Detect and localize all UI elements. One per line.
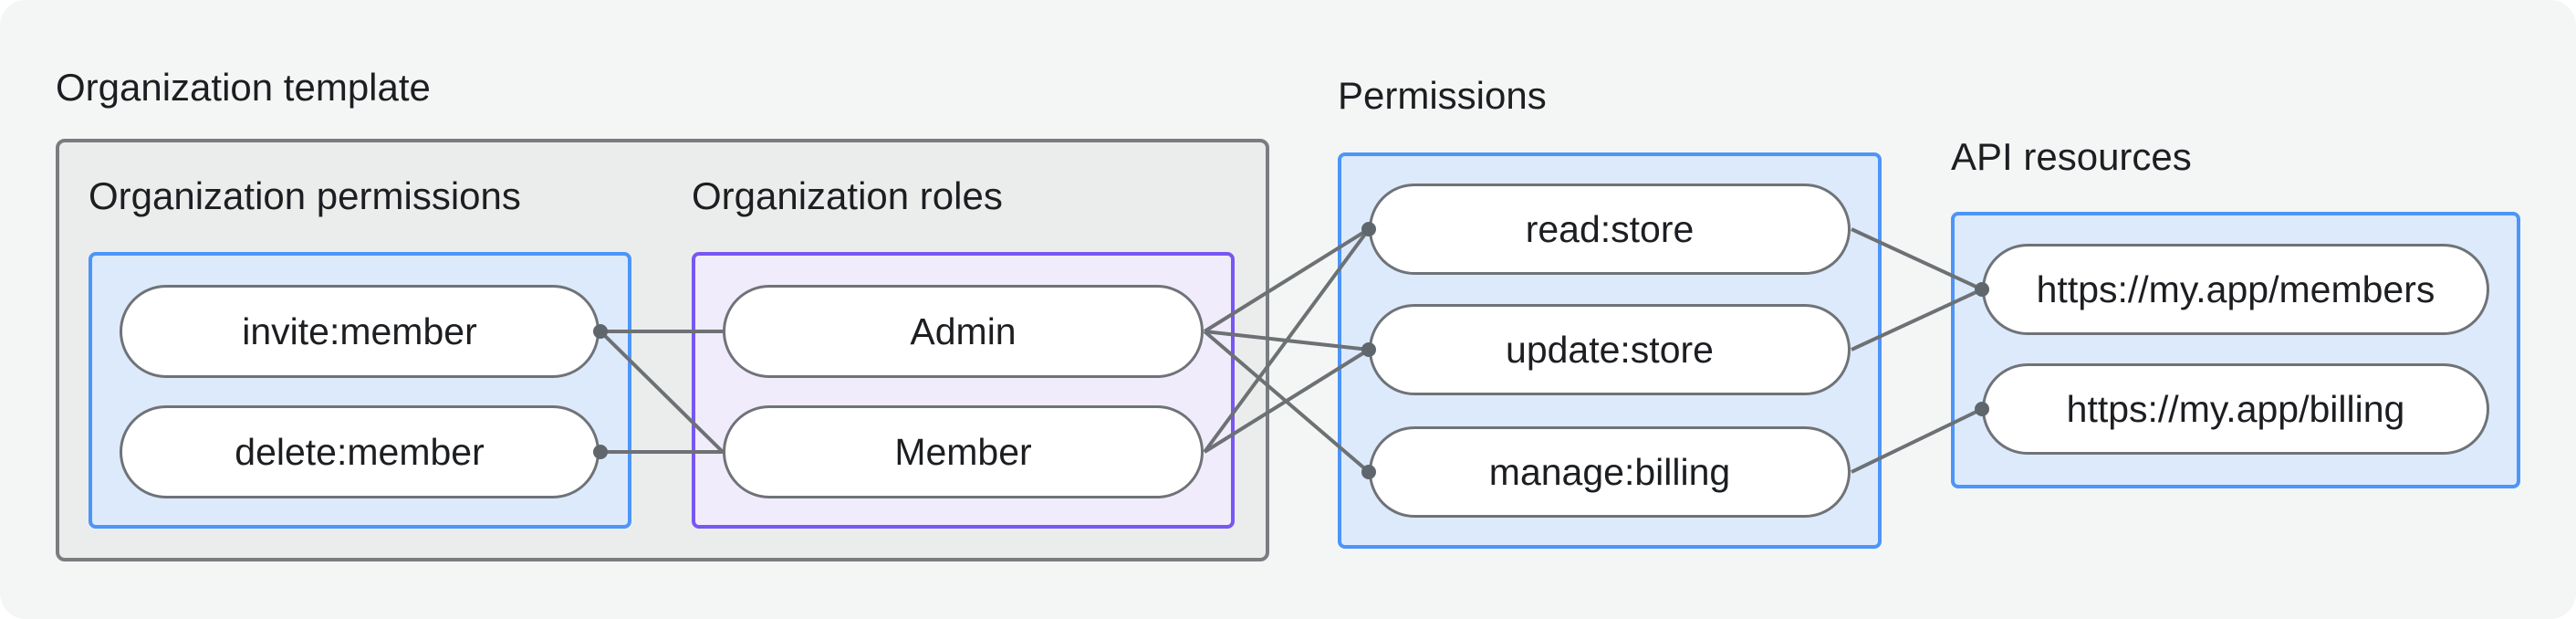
node-api-billing-text: https://my.app/billing [2066, 387, 2405, 430]
node-api-billing: https://my.app/billing [1982, 363, 2489, 455]
organization-roles-label: Organization roles [692, 174, 1003, 217]
node-delete-member: delete:member [120, 405, 600, 498]
node-invite-member: invite:member [120, 285, 600, 378]
organization-template-label: Organization template [56, 66, 431, 109]
node-api-members-text: https://my.app/members [2036, 268, 2435, 310]
permissions-label: Permissions [1338, 74, 1547, 117]
node-update-store: update:store [1369, 304, 1851, 395]
organization-permissions-label: Organization permissions [89, 174, 521, 217]
node-delete-member-text: delete:member [235, 430, 485, 473]
node-api-members: https://my.app/members [1982, 244, 2489, 335]
node-update-store-text: update:store [1506, 328, 1714, 371]
node-member-text: Member [894, 430, 1032, 473]
node-member: Member [723, 405, 1204, 498]
node-read-store: read:store [1369, 184, 1851, 275]
node-admin: Admin [723, 285, 1204, 378]
node-admin-text: Admin [910, 310, 1017, 352]
node-read-store-text: read:store [1525, 207, 1695, 250]
node-manage-billing: manage:billing [1369, 426, 1851, 518]
node-manage-billing-text: manage:billing [1488, 450, 1731, 493]
api-resources-label: API resources [1951, 135, 2192, 178]
node-invite-member-text: invite:member [242, 310, 477, 352]
